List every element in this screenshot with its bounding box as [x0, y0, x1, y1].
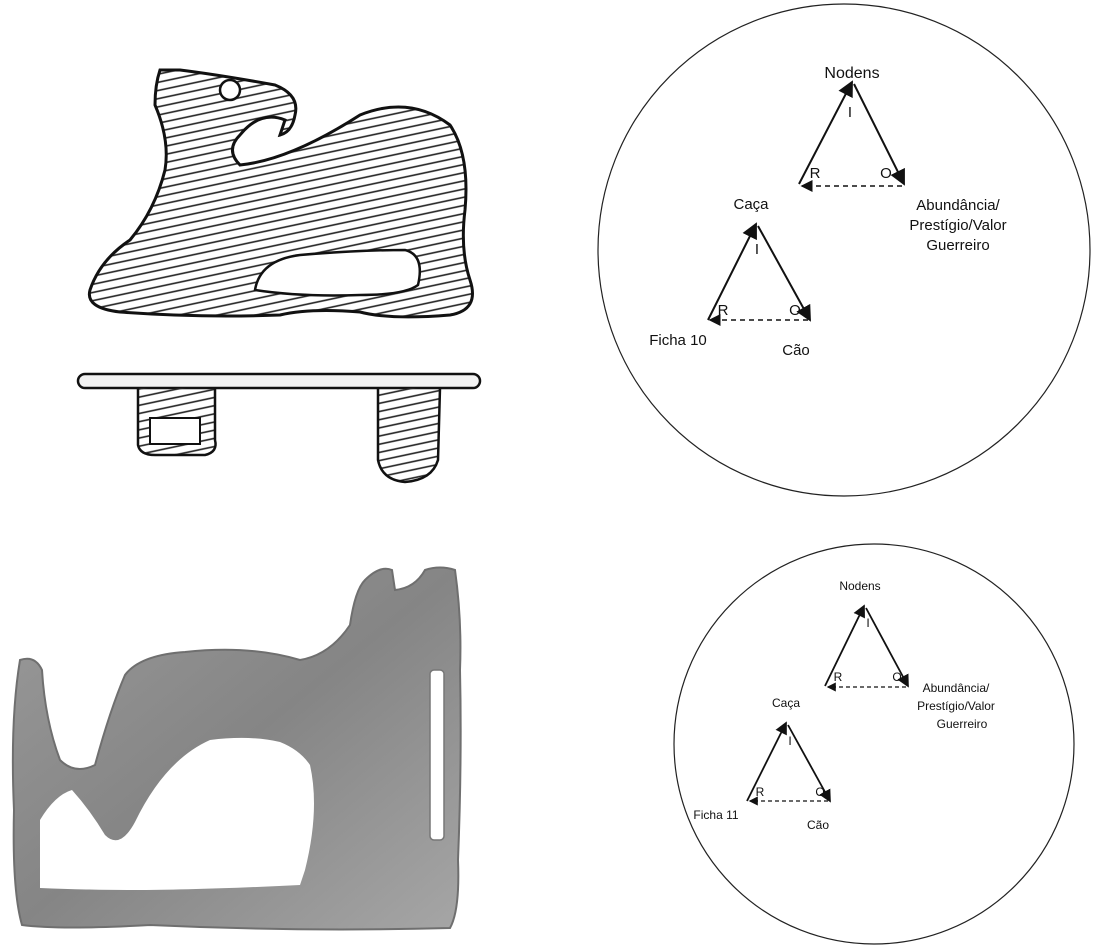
- right-label-line3: Guerreiro: [926, 237, 989, 254]
- semiotic-diagram-bottom: Nodens I R O Abundância/ Prestígio/Valor…: [660, 540, 1094, 950]
- lower-o-label: O: [815, 785, 824, 799]
- semiotic-diagram-top: Nodens I R O Abundância/ Prestígio/Valor…: [590, 0, 1094, 500]
- middle-label: Caça: [772, 696, 800, 710]
- apex-label: Nodens: [824, 65, 879, 82]
- bottom-right-label: Cão: [807, 818, 829, 832]
- right-label-line2: Prestígio/Valor: [917, 699, 995, 713]
- middle-label: Caça: [733, 196, 769, 213]
- upper-o-label: O: [880, 165, 892, 182]
- apex-label: Nodens: [839, 579, 880, 593]
- lower-i-label: I: [755, 241, 759, 258]
- lower-r-label: R: [718, 302, 729, 319]
- brooch-pin-bar: [78, 374, 480, 388]
- right-label-line2: Prestígio/Valor: [909, 217, 1006, 234]
- bottom-right-label: Cão: [782, 342, 810, 359]
- lower-r-label: R: [756, 785, 765, 799]
- lower-i-label: I: [788, 734, 791, 748]
- bottom-left-label: Ficha 11: [693, 808, 738, 822]
- bottom-left-label: Ficha 10: [649, 332, 707, 349]
- brooch-pin-catch-right: [378, 388, 440, 482]
- dog-brooch-drawing: [60, 50, 500, 490]
- brooch-eye: [220, 80, 240, 100]
- lower-o-label: O: [789, 302, 801, 319]
- upper-i-label: I: [848, 104, 852, 121]
- upper-r-label: R: [810, 165, 821, 182]
- right-label-line3: Guerreiro: [937, 717, 988, 731]
- diagram-circle: [674, 544, 1074, 944]
- upper-i-label: I: [866, 616, 869, 630]
- dog-brooch-photo: [0, 560, 470, 940]
- upper-o-label: O: [892, 670, 901, 684]
- right-label-line1: Abundância/: [923, 681, 990, 695]
- upper-r-label: R: [834, 670, 843, 684]
- right-label-line1: Abundância/: [916, 197, 1000, 214]
